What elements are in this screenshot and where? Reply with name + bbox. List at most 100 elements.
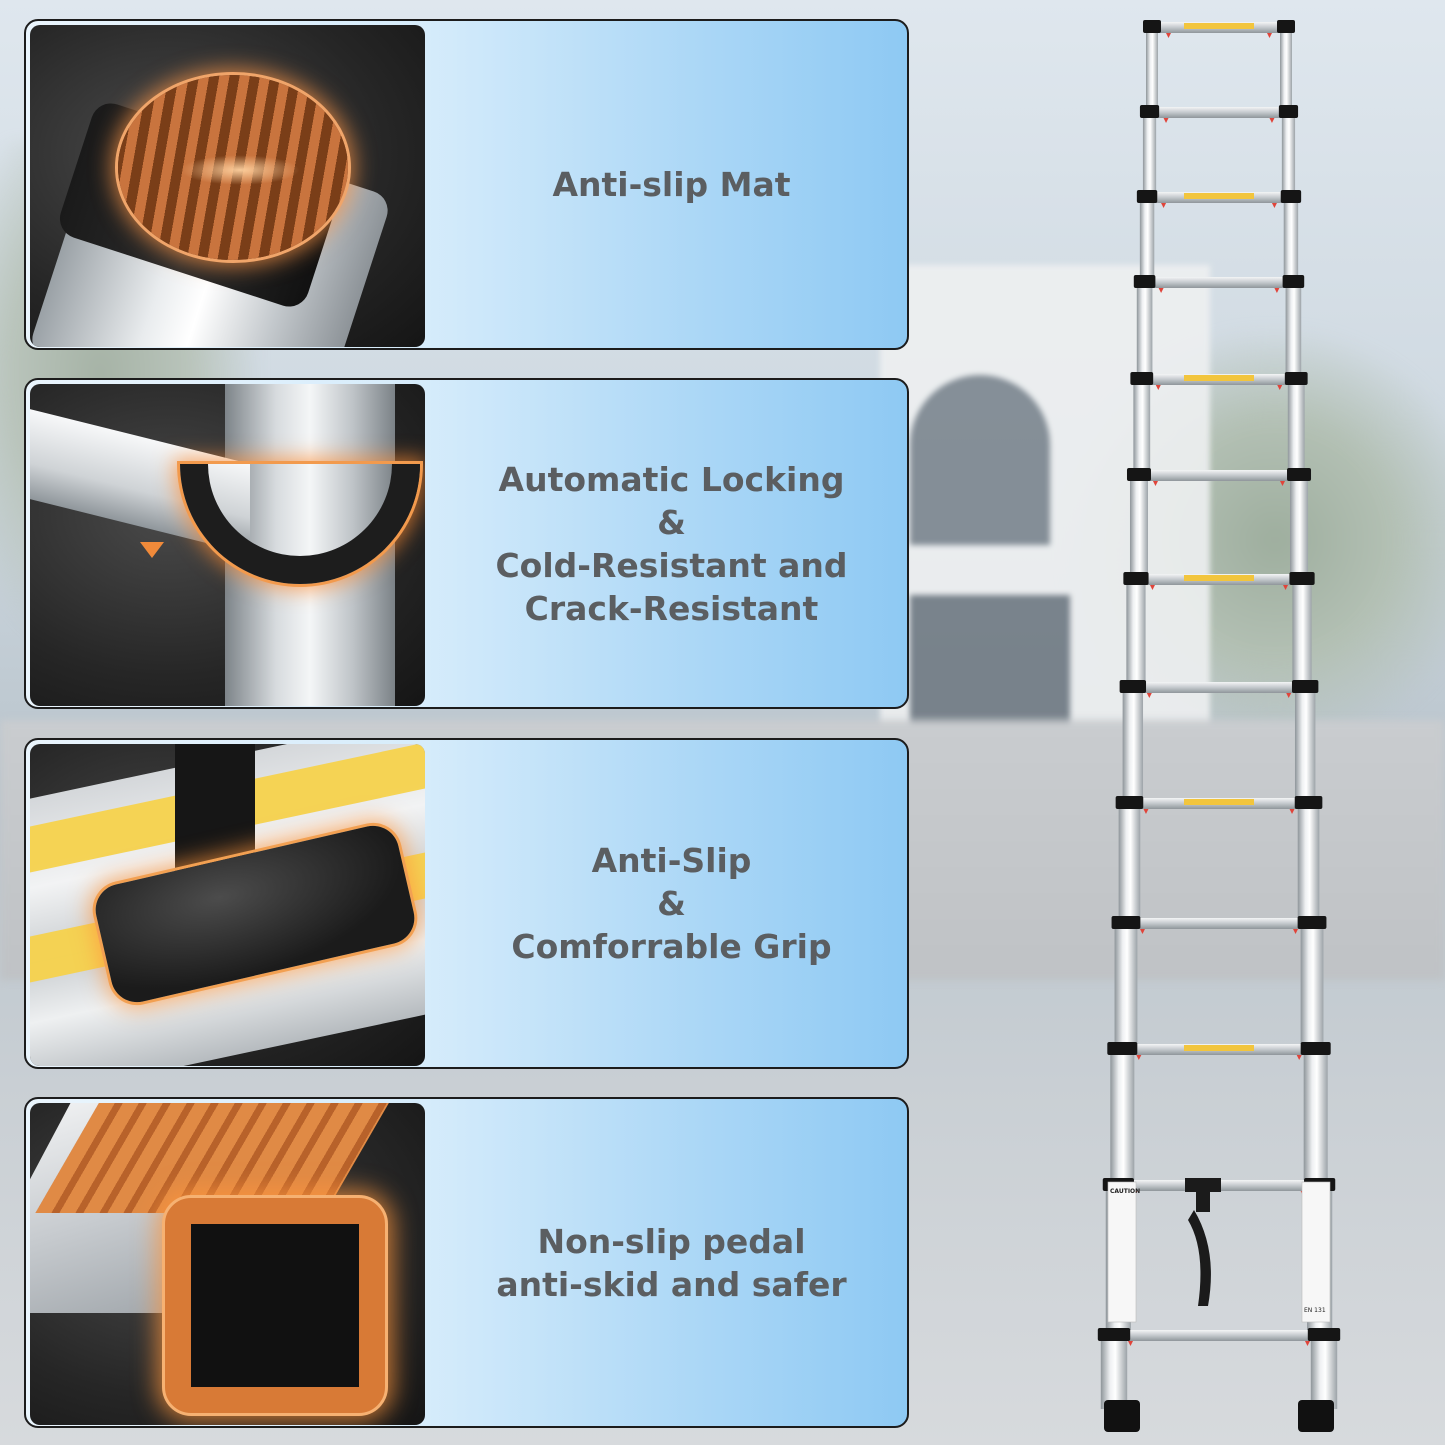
ladder-lock-indicator	[1267, 33, 1272, 38]
feature-line: Automatic Locking	[498, 459, 845, 499]
ladder-rung-cap-left	[1107, 1042, 1138, 1055]
ladder-rail-left	[1139, 190, 1155, 279]
feature-line: Anti-slip Mat	[552, 165, 791, 204]
telescopic-ladder: CAUTION EN 131	[1090, 10, 1350, 1435]
ladder-rung-cap-left	[1136, 190, 1158, 203]
ladder-lock-indicator	[1146, 693, 1152, 698]
ladder-lock-indicator	[1305, 1341, 1310, 1346]
ladder-lock-indicator	[1128, 1341, 1133, 1346]
anti-slip-grip-photo	[30, 744, 425, 1066]
standard-label: EN 131	[1304, 1307, 1326, 1314]
feature-card-anti-slip-grip: Anti-Slip & Comforrable Grip	[24, 738, 909, 1069]
ladder-warning-sticker	[1184, 23, 1254, 29]
ladder-rung	[1132, 682, 1306, 693]
feature-text: Automatic Locking & Cold-Resistant and C…	[446, 380, 897, 707]
ladder-rung-cap-right	[1280, 190, 1302, 203]
ladder-rung-cap-right	[1307, 1328, 1341, 1341]
ladder-rail-right	[1281, 105, 1296, 194]
feature-line: &	[657, 884, 686, 923]
ladder-lock-indicator	[1155, 385, 1161, 390]
ladder-lock-indicator	[1166, 33, 1171, 38]
ladder-feet	[1104, 1400, 1334, 1432]
ladder-rail-right	[1290, 468, 1309, 576]
ladder-rung	[1138, 470, 1300, 481]
ladder-rail-left	[1122, 680, 1144, 800]
feature-card-non-slip-pedal: Non-slip pedal anti-skid and safer	[24, 1097, 909, 1428]
ladder-lock-indicator	[1161, 203, 1167, 208]
ladder-rail-right	[1285, 275, 1302, 376]
ladder-rung-cap-right	[1300, 1042, 1331, 1055]
ladder-lock-indicator	[1136, 1055, 1142, 1060]
ladder-safety-strap	[1185, 1178, 1221, 1306]
ladder-lock-indicator	[1271, 203, 1277, 208]
feature-line: Crack-Resistant	[524, 588, 819, 628]
feature-text: Anti-Slip & Comforrable Grip	[446, 740, 897, 1067]
ladder-rail-left	[1114, 916, 1138, 1046]
ladder-warning-sticker	[1184, 375, 1254, 381]
feature-card-automatic-locking: Automatic Locking & Cold-Resistant and C…	[24, 378, 909, 709]
ladder-rung-cap-right	[1289, 572, 1315, 585]
ladder-rung-cap-left	[1097, 1328, 1131, 1341]
ladder-rung-cap-right	[1284, 372, 1308, 385]
ladder-bottom-labels: CAUTION EN 131	[1107, 1181, 1331, 1323]
ladder-rail-left	[1146, 20, 1158, 109]
ladder-rung-cap-left	[1123, 572, 1149, 585]
feature-card-anti-slip-mat: Anti-slip Mat	[24, 19, 909, 350]
ladder-rail-left	[1110, 1042, 1135, 1182]
ladder-lock-indicator	[1163, 118, 1169, 123]
feature-text: Anti-slip Mat	[446, 21, 897, 348]
ladder-rail-left	[1133, 372, 1151, 472]
ladder-rail-right	[1294, 680, 1316, 800]
ladder-rung-cap-left	[1143, 20, 1161, 33]
ladder-lock-indicator	[1139, 929, 1145, 934]
ladder-lock-indicator	[1158, 288, 1164, 293]
ladder-rung	[1125, 918, 1313, 929]
ladder-rung-cap-right	[1291, 680, 1319, 693]
automatic-locking-photo	[30, 384, 425, 706]
pedal-highlight	[165, 1198, 385, 1413]
ladder-rail-right	[1292, 572, 1312, 684]
ladder-lock-indicator	[1286, 693, 1292, 698]
ladder-lock-indicator	[1283, 585, 1289, 590]
ladder-warning-sticker	[1184, 193, 1254, 199]
ladder-rail-right	[1280, 20, 1292, 109]
ladder-rail-left	[1126, 572, 1146, 684]
ladder-rung-cap-right	[1278, 105, 1299, 118]
feature-line: Cold-Resistant and	[495, 545, 848, 585]
ladder-rail-right	[1310, 1328, 1338, 1409]
ladder-warning-sticker	[1184, 575, 1254, 581]
ladder-rail-left	[1118, 796, 1141, 920]
ladder-rail-left	[1129, 468, 1148, 576]
ladder-rung	[1144, 277, 1294, 288]
feature-line: Non-slip pedal	[537, 1221, 806, 1261]
pedal-ribs	[35, 1103, 395, 1213]
ladder-lock-indicator	[1280, 481, 1286, 486]
ladder-lock-indicator	[1152, 481, 1158, 486]
feature-line: anti-skid and safer	[496, 1264, 847, 1304]
ladder-lock-indicator	[1149, 585, 1155, 590]
anti-slip-mat-photo	[30, 25, 425, 347]
ladder-illustration: CAUTION EN 131	[1097, 20, 1341, 1432]
ladder-lock-indicator	[1293, 929, 1299, 934]
ladder-rung-cap-left	[1115, 796, 1144, 809]
ladder-rail-right	[1287, 372, 1305, 472]
ladder-lock-indicator	[1143, 809, 1149, 814]
ladder-warning-sticker	[1184, 799, 1254, 805]
feature-line: &	[657, 502, 686, 542]
feature-text: Non-slip pedal anti-skid and safer	[446, 1099, 897, 1426]
ladder-rung-cap-right	[1277, 20, 1295, 33]
ladder-rung-cap-left	[1130, 372, 1154, 385]
ladder-rail-left	[1100, 1328, 1128, 1409]
ladder-rung-cap-left	[1133, 275, 1156, 288]
ladder-rung	[1114, 1330, 1324, 1341]
ladder-rung-cap-left	[1119, 680, 1147, 693]
ladder-warning-sticker	[1184, 1045, 1254, 1051]
ladder-rail-right	[1283, 190, 1299, 279]
ladder-rung-cap-right	[1287, 468, 1312, 481]
non-slip-pedal-photo	[30, 1103, 425, 1425]
warning-triangle-icon	[140, 542, 164, 558]
ladder-rail-left	[1142, 105, 1157, 194]
ladder-rung-cap-right	[1294, 796, 1323, 809]
ladder-rung	[1149, 107, 1289, 118]
background-house	[880, 265, 1210, 735]
